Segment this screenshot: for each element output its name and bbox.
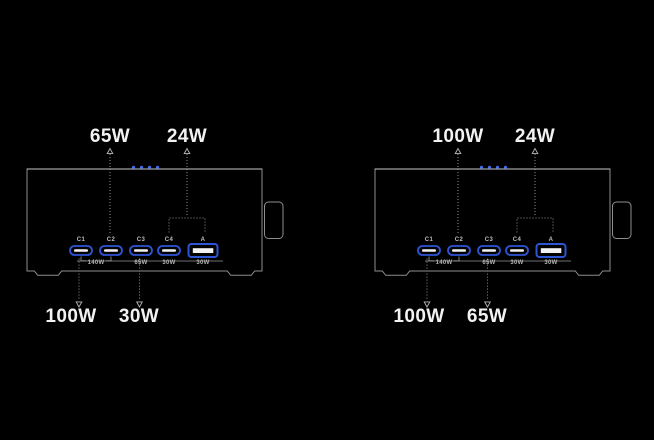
charger-body-outline — [374, 168, 632, 276]
callout-label-top-c4a: 24W — [514, 126, 556, 147]
port-label-c2: C2 — [454, 236, 464, 243]
arrow-up-icon — [454, 147, 462, 155]
usb-c-port-c1 — [69, 245, 93, 256]
callout-label-bottom-c3: 30W — [118, 306, 160, 327]
charger-outline-art — [374, 147, 632, 308]
arrow-down-icon — [135, 301, 144, 308]
port-label-c4: C4 — [512, 236, 522, 243]
leader-bracket-c4a — [168, 217, 206, 233]
usb-c-port-c3 — [129, 245, 153, 256]
charger-diagram-right: 100W 24W 100W 65W C1 C2 C3 C4 A 140W 65W… — [368, 110, 654, 340]
port-label-c1: C1 — [76, 236, 86, 243]
port-power-c3: 65W — [482, 259, 496, 266]
callout-label-bottom-c3: 65W — [466, 306, 508, 327]
usb-c-port-c4 — [505, 245, 529, 256]
arrow-up-icon — [106, 147, 114, 155]
arrow-up-icon — [531, 147, 539, 155]
port-power-a: 30W — [196, 259, 210, 266]
arrow-down-icon — [483, 301, 492, 308]
leader-arrowheads — [423, 147, 539, 308]
port-label-c3: C3 — [484, 236, 494, 243]
led-indicator-dots — [479, 165, 508, 169]
usb-a-port — [187, 243, 219, 258]
led-indicator-dots — [131, 165, 160, 169]
port-power-shared-c1c2: 140W — [87, 259, 105, 266]
shared-power-bracket — [428, 256, 460, 262]
port-power-shared-c1c2: 140W — [435, 259, 453, 266]
side-plug-knob — [264, 201, 284, 239]
usb-c-port-c2 — [447, 245, 471, 256]
callout-label-top-c4a: 24W — [166, 126, 208, 147]
callout-label-bottom-c1: 100W — [45, 306, 97, 327]
usb-c-port-c4 — [157, 245, 181, 256]
side-plug-knob — [612, 201, 632, 239]
callout-label-top-c2: 100W — [432, 126, 484, 147]
leader-arrowheads — [75, 147, 191, 308]
charger-diagram-left: 65W 24W 100W 30W C1 C2 C3 C4 A 140W 65W … — [20, 110, 310, 340]
charger-outline-art — [26, 147, 284, 308]
leader-bracket-c4a — [516, 217, 554, 233]
usb-c-port-c3 — [477, 245, 501, 256]
callout-leader-lines — [78, 153, 206, 302]
port-label-c3: C3 — [136, 236, 146, 243]
callout-label-top-c2: 65W — [89, 126, 131, 147]
port-power-c3: 65W — [134, 259, 148, 266]
port-power-c4: 30W — [162, 259, 176, 266]
callout-label-bottom-c1: 100W — [393, 306, 445, 327]
arrow-down-icon — [423, 301, 431, 308]
usb-a-port — [535, 243, 567, 258]
usb-c-port-c1 — [417, 245, 441, 256]
port-label-c2: C2 — [106, 236, 116, 243]
charger-body-outline — [26, 168, 284, 276]
port-label-c4: C4 — [164, 236, 174, 243]
port-power-c4: 30W — [510, 259, 524, 266]
port-power-a: 30W — [544, 259, 558, 266]
arrow-up-icon — [183, 147, 191, 155]
callout-leader-lines — [426, 153, 554, 302]
usb-c-port-c2 — [99, 245, 123, 256]
arrow-down-icon — [75, 301, 83, 308]
port-label-a: A — [548, 236, 554, 243]
shared-power-bracket — [80, 256, 112, 262]
port-label-a: A — [200, 236, 206, 243]
port-label-c1: C1 — [424, 236, 434, 243]
